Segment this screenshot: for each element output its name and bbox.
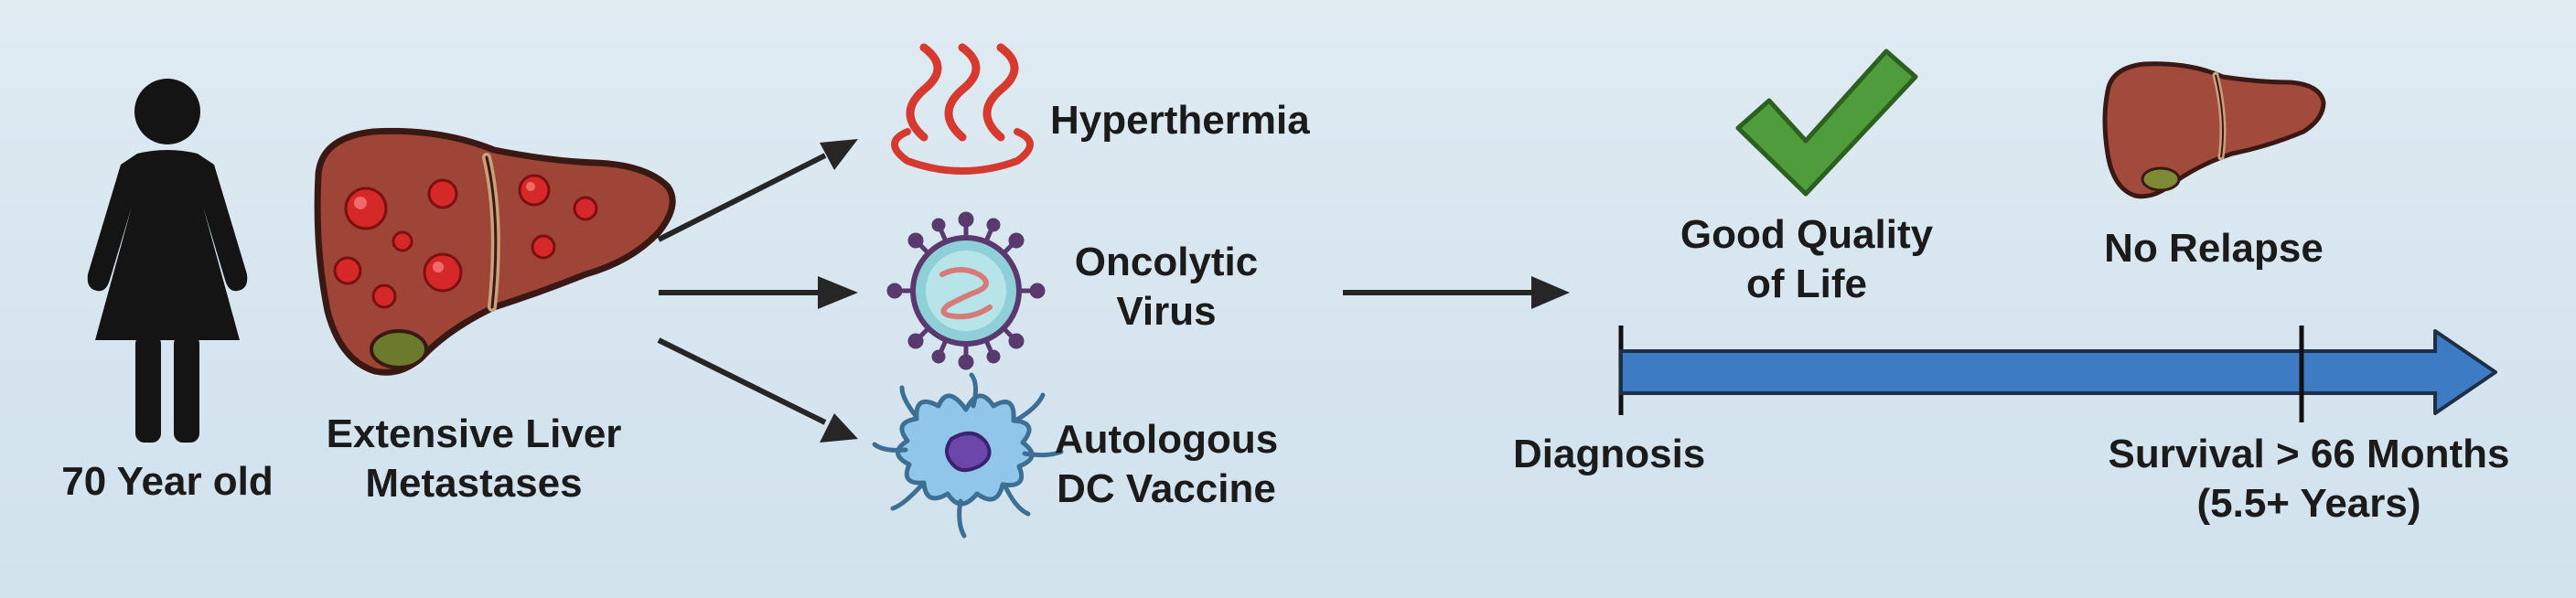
outcome-relapse-label: No Relapse bbox=[2104, 226, 2324, 271]
oncolytic-line-2: Virus bbox=[1116, 289, 1217, 334]
treatment-dc-vaccine-label: Autologous DC Vaccine bbox=[1055, 415, 1278, 514]
timeline-start-label: Diagnosis bbox=[1513, 432, 1706, 476]
treatment-oncolytic-virus-label: Oncolytic Virus bbox=[1075, 238, 1259, 336]
timeline bbox=[1618, 326, 2497, 422]
dc-vaccine-line-1: Autologous bbox=[1054, 417, 1279, 462]
condition-label: Extensive Liver Metastases bbox=[327, 410, 622, 508]
healthy-liver-icon bbox=[2102, 61, 2326, 199]
patient-age-label: 70 Year old bbox=[61, 459, 274, 504]
heat-waves-icon bbox=[891, 43, 1034, 175]
woman-icon bbox=[87, 79, 248, 443]
condition-line-1: Extensive Liver bbox=[326, 411, 622, 456]
treatment-hyperthermia-label: Hyperthermia bbox=[1050, 98, 1310, 143]
quality-line-1: Good Quality bbox=[1680, 212, 1934, 257]
virus-icon bbox=[886, 211, 1046, 370]
treatment-branch-arrows bbox=[657, 139, 858, 443]
survival-line-1: Survival > 66 Months bbox=[2108, 432, 2510, 476]
condition-line-2: Metastases bbox=[365, 461, 583, 506]
quality-line-2: of Life bbox=[1746, 262, 1867, 306]
outcome-quality-label: Good Quality of Life bbox=[1680, 210, 1933, 309]
oncolytic-line-1: Oncolytic bbox=[1074, 240, 1259, 284]
timeline-end-label: Survival > 66 Months (5.5+ Years) bbox=[2109, 430, 2510, 529]
checkmark-icon bbox=[1735, 48, 1918, 197]
dc-vaccine-line-2: DC Vaccine bbox=[1057, 466, 1276, 511]
dendritic-cell-icon bbox=[872, 372, 1064, 539]
progress-arrow bbox=[1343, 276, 1570, 309]
diseased-liver-icon bbox=[314, 127, 676, 376]
survival-line-2: (5.5+ Years) bbox=[2196, 481, 2421, 526]
